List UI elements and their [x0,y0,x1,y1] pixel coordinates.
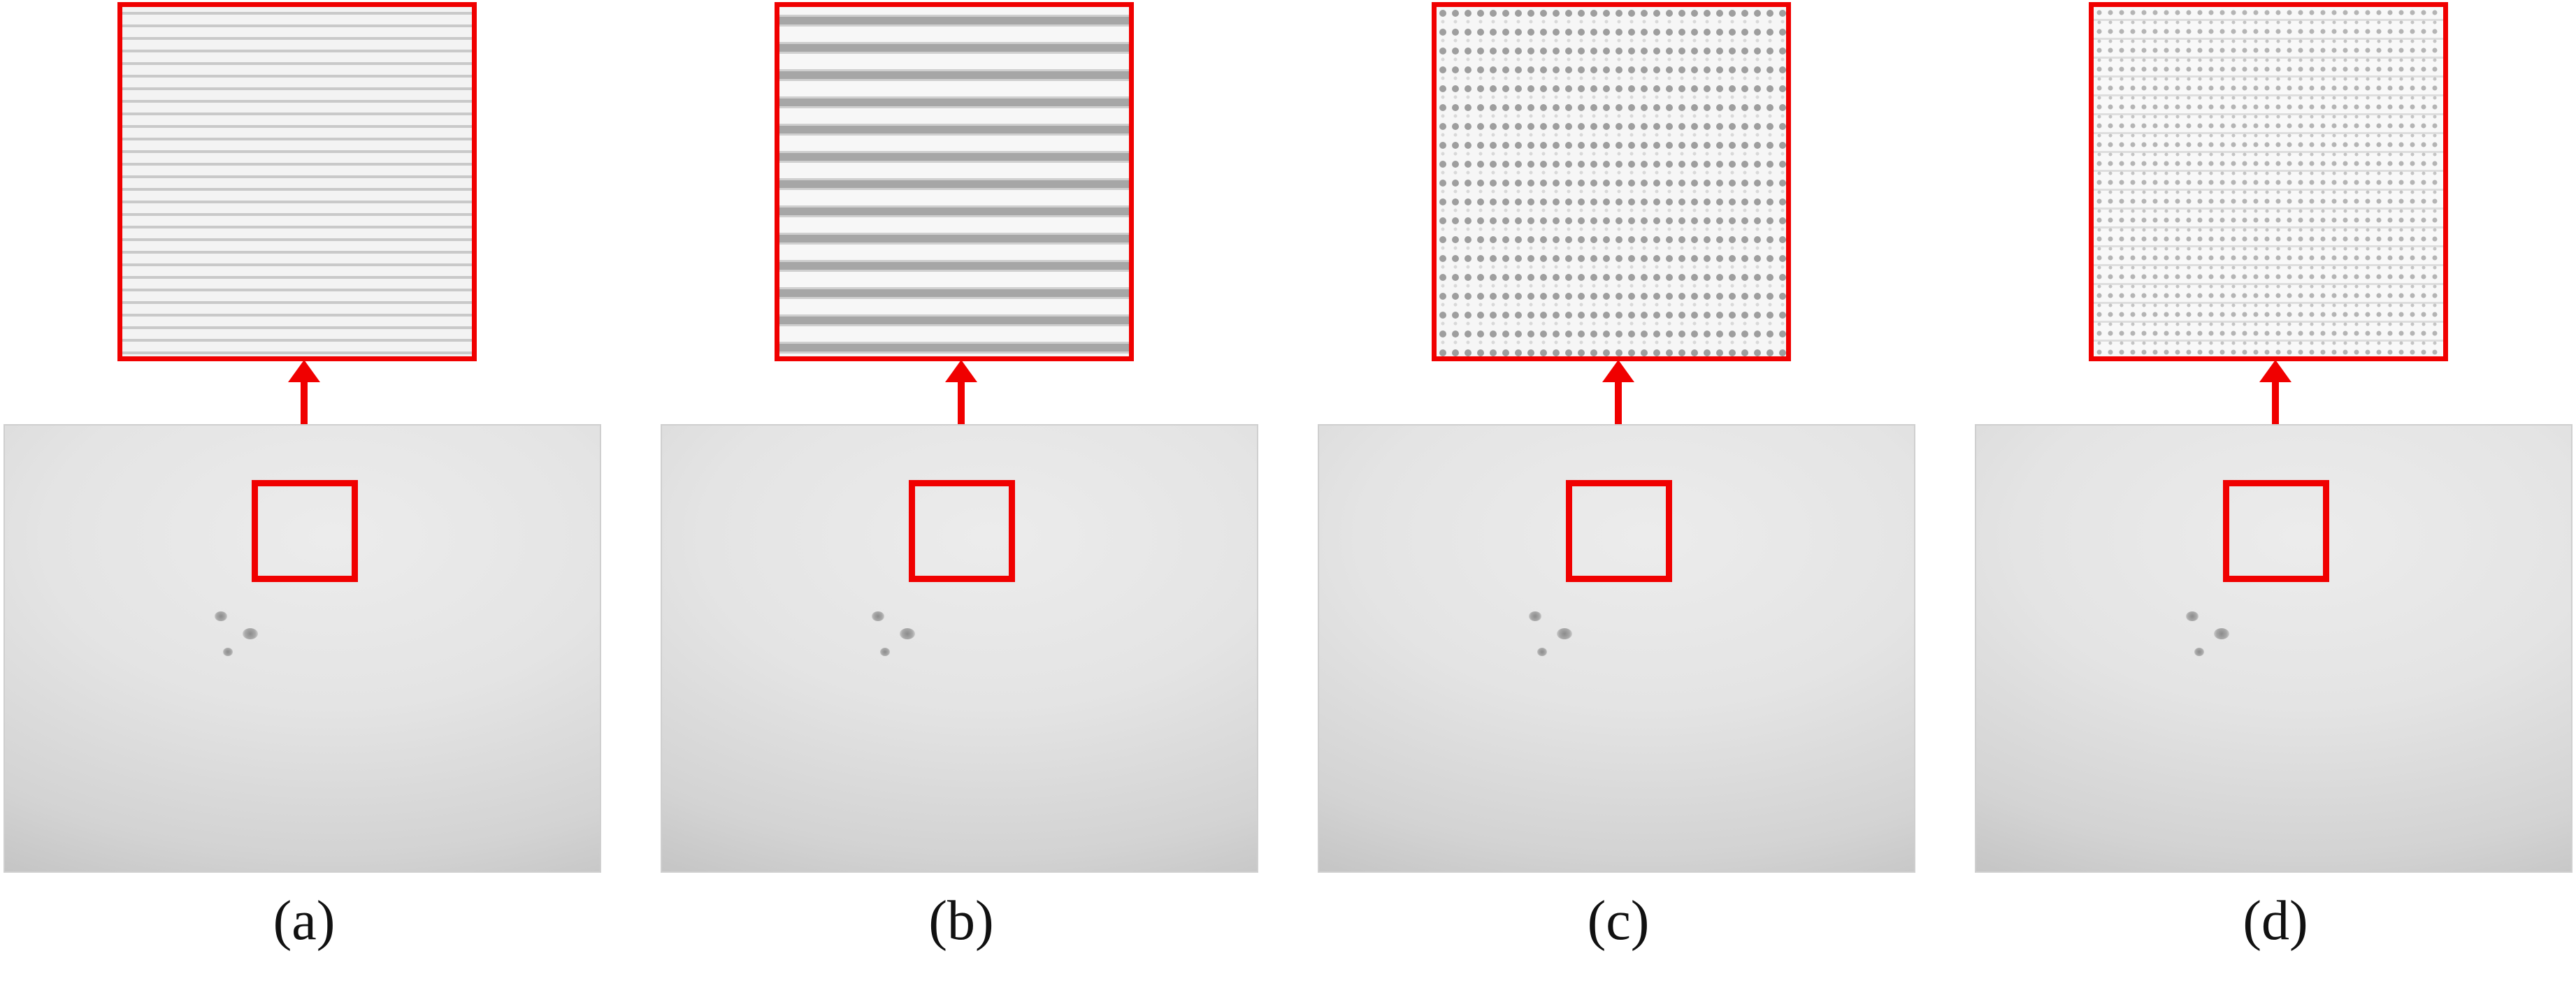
roi-box [1566,480,1672,582]
defect-spot [900,628,915,639]
panel-caption: (b) [928,890,994,952]
zoom-inset [2089,2,2448,361]
full-image [1975,424,2573,873]
roi-box [252,480,358,582]
full-image [3,424,601,873]
defect-spot [880,648,890,656]
panel-d: (d) [1975,0,2576,988]
defect-spot [215,611,227,621]
panel-caption: (d) [2243,890,2308,952]
defect-spot [2214,628,2229,639]
defect-spot [2194,648,2204,656]
defect-spot [1537,648,1547,656]
panel-caption: (a) [273,890,336,952]
defect-spot [2186,611,2199,621]
pattern-coarse-horizontal-stripes [779,7,1129,356]
pattern-dotted-grid [1437,7,1786,356]
zoom-inset [1432,2,1791,361]
panel-c: (c) [1318,0,1919,988]
defect-spot [223,648,233,656]
pattern-fine-horizontal-stripes [122,7,472,356]
zoom-inset [117,2,477,361]
panel-caption: (c) [1587,890,1650,952]
defect-spot [872,611,884,621]
roi-box [909,480,1015,582]
panel-a: (a) [3,0,605,988]
defect-spot [1529,611,1541,621]
panel-b: (b) [661,0,1262,988]
defect-spot [1557,628,1572,639]
pattern-fine-dotted-grid [2094,7,2443,356]
zoom-inset [775,2,1134,361]
full-image [1318,424,1915,873]
full-image [661,424,1258,873]
defect-spot [243,628,258,639]
roi-box [2223,480,2329,582]
